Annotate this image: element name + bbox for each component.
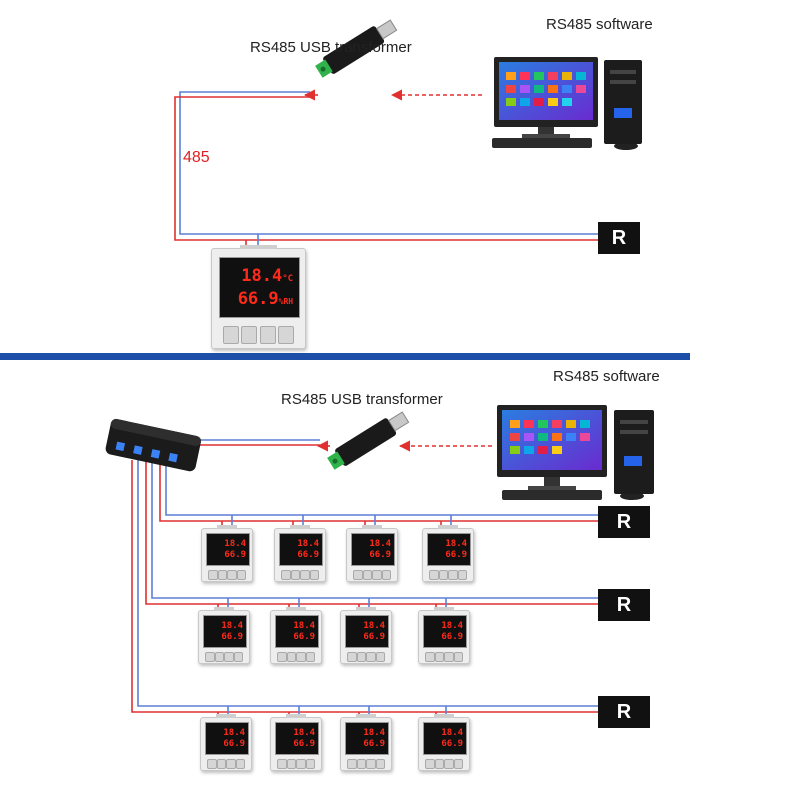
meter-reading-humidity: 66.9 bbox=[224, 550, 247, 561]
meter-reading-humidity: 66.9 bbox=[297, 550, 320, 561]
top-wires bbox=[174, 89, 598, 248]
meter-reading-temperature: 18.4 bbox=[369, 538, 392, 549]
meter-reading-humidity: 66.9 bbox=[293, 739, 316, 750]
top-bus-blue bbox=[179, 91, 598, 235]
meter-reading-temperature: 18.4 bbox=[221, 620, 244, 631]
meter-reading-humidity: 66.9 bbox=[441, 739, 464, 750]
top-bus-red bbox=[174, 96, 598, 241]
meter-reading-humidity: 66.9 bbox=[369, 550, 392, 561]
meter-reading-humidity: 66.9 bbox=[363, 632, 386, 643]
meter-reading-humidity: 66.9 bbox=[221, 632, 244, 643]
meter-reading-humidity: 66.9 bbox=[363, 739, 386, 750]
computer-icon bbox=[497, 405, 654, 500]
meter-reading-temperature: 18.4 bbox=[363, 620, 386, 631]
meter-reading-humidity: 66.9 bbox=[237, 288, 279, 309]
meter-reading-temperature: 18.4 bbox=[293, 620, 316, 631]
meter-unit-temperature: °C bbox=[282, 274, 294, 285]
usb-converter-icon bbox=[315, 19, 398, 78]
transformer-label-top: RS485 USB transformer bbox=[250, 39, 412, 56]
meter-reading-humidity: 66.9 bbox=[293, 632, 316, 643]
terminating-resistor-row-1: R bbox=[598, 506, 650, 538]
terminating-resistor-row-3: R bbox=[598, 696, 650, 728]
software-label-top: RS485 software bbox=[546, 16, 653, 33]
meter-icon: 18.4°C 66.9%RH bbox=[211, 245, 306, 349]
bottom-wires bbox=[131, 439, 598, 717]
meter-reading-temperature: 18.4 bbox=[293, 727, 316, 738]
transformer-label-bottom: RS485 USB transformer bbox=[281, 391, 443, 408]
section-divider bbox=[0, 353, 690, 360]
meter-reading-temperature: 18.4 bbox=[441, 620, 464, 631]
computer-icon bbox=[492, 57, 642, 150]
meter-unit-humidity: %RH bbox=[278, 296, 294, 306]
meter-reading-temperature: 18.4 bbox=[363, 727, 386, 738]
meter-reading-temperature: 18.4 bbox=[297, 538, 320, 549]
meter-reading-temperature: 18.4 bbox=[224, 538, 247, 549]
usb-hub-icon bbox=[105, 418, 202, 472]
line-label-485: 485 bbox=[183, 149, 210, 166]
meter-reading-temperature: 18.4 bbox=[241, 266, 283, 287]
meter-reading-temperature: 18.4 bbox=[445, 538, 468, 549]
meter-reading-humidity: 66.9 bbox=[223, 739, 246, 750]
meter-reading-temperature: 18.4 bbox=[223, 727, 246, 738]
terminating-resistor-row-2: R bbox=[598, 589, 650, 621]
meter-reading-humidity: 66.9 bbox=[441, 632, 464, 643]
terminating-resistor-top: R bbox=[598, 222, 640, 254]
meter-reading-temperature: 18.4 bbox=[441, 727, 464, 738]
meter-reading-humidity: 66.9 bbox=[445, 550, 468, 561]
usb-converter-icon bbox=[327, 411, 410, 470]
software-label-bottom: RS485 software bbox=[553, 368, 660, 385]
